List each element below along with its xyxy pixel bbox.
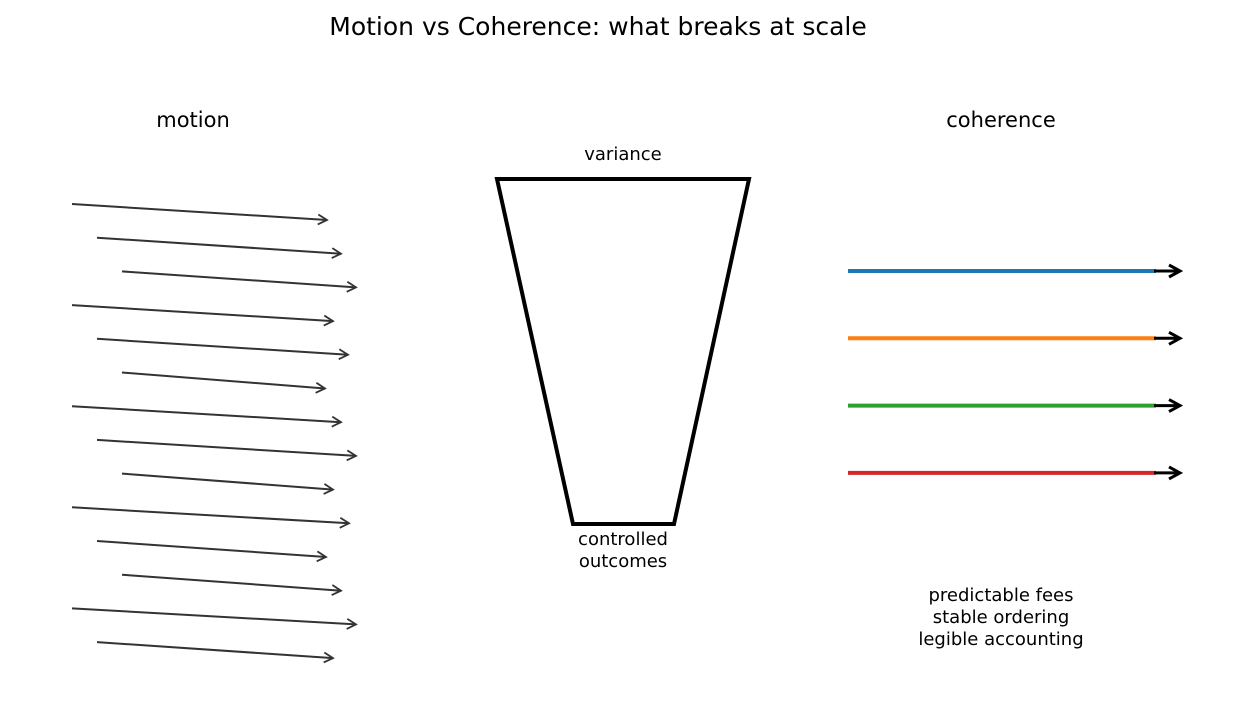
motion-arrow [71,506,351,529]
coherence-note-1: predictable fees [928,585,1073,606]
funnel-bottom-label-2: outcomes [579,551,667,572]
motion-arrow [121,573,343,596]
coherence-note-3: legible accounting [918,629,1083,650]
motion-arrow [71,607,358,630]
motion-arrow [96,540,328,563]
motion-arrow [71,405,343,428]
motion-arrows [71,203,358,664]
motion-label: motion [156,108,230,132]
motion-arrow [121,270,358,293]
coherence-label: coherence [946,108,1056,132]
motion-arrow [121,371,327,394]
motion-arrow [96,236,343,259]
motion-arrow [71,304,335,327]
funnel-bottom-label-1: controlled [578,529,668,550]
diagram-title: Motion vs Coherence: what breaks at scal… [329,12,867,41]
motion-arrow [96,337,350,361]
variance-funnel [494,177,752,526]
motion-arrow [121,472,335,495]
coherence-lines [848,271,1180,473]
motion-arrow [71,203,329,226]
motion-arrow [96,438,358,462]
funnel-top-label: variance [584,144,662,165]
coherence-note-2: stable ordering [933,607,1070,628]
motion-arrow [96,641,335,664]
